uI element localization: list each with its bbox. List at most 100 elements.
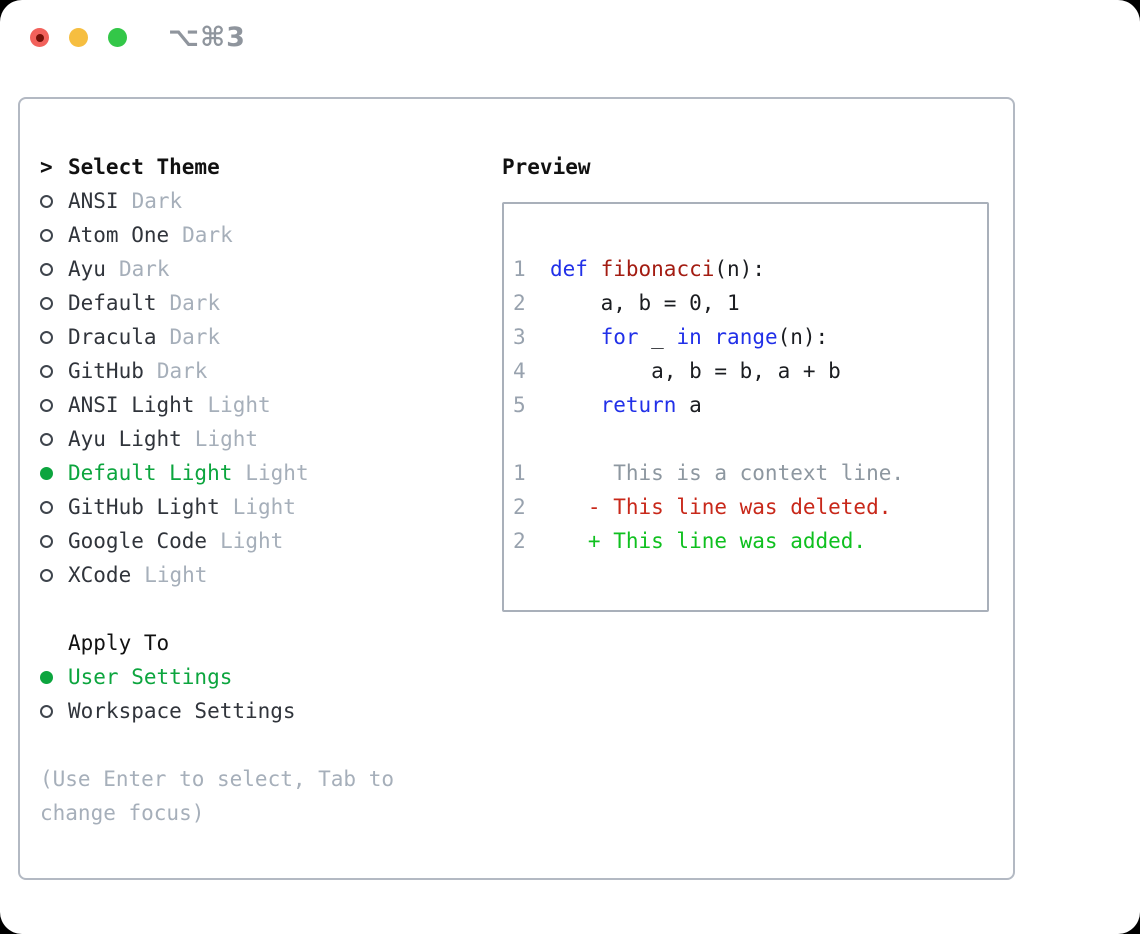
radio-icon xyxy=(40,500,53,514)
code-line: 5 return a xyxy=(513,388,987,422)
record-dot-icon xyxy=(35,33,44,42)
minimize-button[interactable] xyxy=(69,28,88,47)
theme-column: > Select Theme ANSI Dark Atom One Dark A… xyxy=(40,150,480,830)
theme-list-item[interactable]: GitHub Dark xyxy=(40,354,480,388)
code-text: a, b = 0, 1 xyxy=(550,291,740,315)
code-text: def fibonacci(n): xyxy=(550,257,765,281)
theme-list-item[interactable]: Default Light Light xyxy=(40,456,480,490)
apply-to-section: Apply To User Settings Workspace Setting… xyxy=(40,626,480,728)
theme-list-item[interactable]: Default Dark xyxy=(40,286,480,320)
theme-selector-panel: > Select Theme ANSI Dark Atom One Dark A… xyxy=(18,97,1015,880)
theme-name: GitHub xyxy=(68,359,144,383)
apply-to-option[interactable]: Workspace Settings xyxy=(40,694,480,728)
theme-list-item[interactable]: Ayu Dark xyxy=(40,252,480,286)
theme-name: Default Light xyxy=(68,461,233,485)
radio-marker xyxy=(40,704,68,718)
radio-icon xyxy=(40,704,53,718)
theme-variant-label: Light xyxy=(232,495,296,519)
apply-to-option-label: Workspace Settings xyxy=(68,699,296,723)
radio-icon xyxy=(40,568,53,582)
select-theme-title: Select Theme xyxy=(68,155,220,179)
code-sample: 1 def fibonacci(n): 2 a, b = 0, 1 3 for … xyxy=(513,252,987,422)
apply-to-header: Apply To xyxy=(40,626,480,660)
diff-line: 2 + This line was added. xyxy=(513,524,987,558)
radio-icon xyxy=(40,262,53,276)
blank-line xyxy=(513,422,987,456)
code-text: return a xyxy=(600,393,702,417)
radio-marker xyxy=(40,228,68,242)
diff-line: 2 - This line was deleted. xyxy=(513,490,987,524)
maximize-button[interactable] xyxy=(108,28,127,47)
line-number: 3 xyxy=(513,325,526,349)
line-number: 1 xyxy=(513,257,526,281)
theme-variant-label: Light xyxy=(144,563,208,587)
theme-name: Google Code xyxy=(68,529,208,553)
theme-list-item[interactable]: Atom One Dark xyxy=(40,218,480,252)
traffic-lights xyxy=(30,28,127,47)
radio-marker xyxy=(40,296,68,310)
preview-panel: Preview 1 def fibonacci(n): 2 a, b = 0, … xyxy=(502,150,989,612)
theme-name: ANSI Light xyxy=(68,393,195,417)
theme-list: ANSI Dark Atom One Dark Ayu Dark Default… xyxy=(40,184,480,592)
keyboard-shortcut-label: ⌥⌘3 xyxy=(168,22,246,53)
code-line: 2 a, b = 0, 1 xyxy=(513,286,987,320)
line-number: 5 xyxy=(513,393,526,417)
theme-variant-label: Dark xyxy=(169,325,221,349)
theme-variant-label: Light xyxy=(245,461,309,485)
diff-text: + This line was added. xyxy=(550,529,867,553)
apply-to-list: User Settings Workspace Settings xyxy=(40,660,480,728)
theme-list-item[interactable]: XCode Light xyxy=(40,558,480,592)
radio-icon xyxy=(40,432,53,446)
theme-variant-label: Light xyxy=(207,393,271,417)
code-text: a, b = b, a + b xyxy=(550,359,841,383)
radio-marker xyxy=(40,568,68,582)
code-line: 4 a, b = b, a + b xyxy=(513,354,987,388)
apply-to-title: Apply To xyxy=(68,631,170,655)
radio-marker xyxy=(40,432,68,446)
radio-icon xyxy=(40,466,53,480)
radio-icon xyxy=(40,670,53,684)
theme-name: GitHub Light xyxy=(68,495,220,519)
theme-list-item[interactable]: ANSI Dark xyxy=(40,184,480,218)
theme-name: ANSI xyxy=(68,189,119,213)
theme-variant-label: Light xyxy=(194,427,259,451)
theme-variant-label: Dark xyxy=(131,189,183,213)
apply-to-option[interactable]: User Settings xyxy=(40,660,480,694)
radio-marker xyxy=(40,398,68,412)
cursor-arrow: > xyxy=(40,155,53,179)
line-number: 1 xyxy=(513,461,526,485)
close-button[interactable] xyxy=(30,28,49,47)
theme-name: Default xyxy=(68,291,157,315)
theme-list-item[interactable]: Dracula Dark xyxy=(40,320,480,354)
line-number: 2 xyxy=(513,291,526,315)
diff-line: 1 This is a context line. xyxy=(513,456,987,490)
theme-name: Atom One xyxy=(68,223,170,247)
radio-icon xyxy=(40,194,53,208)
radio-icon xyxy=(40,364,53,378)
line-number: 2 xyxy=(513,529,526,553)
theme-variant-label: Dark xyxy=(118,257,170,281)
radio-marker xyxy=(40,262,68,276)
diff-text: - This line was deleted. xyxy=(550,495,892,519)
apply-to-option-label: User Settings xyxy=(68,665,233,689)
theme-list-item[interactable]: Google Code Light xyxy=(40,524,480,558)
theme-variant-label: Light xyxy=(220,529,284,553)
radio-marker xyxy=(40,500,68,514)
theme-list-item[interactable]: Ayu Light Light xyxy=(40,422,480,456)
code-preview-box: 1 def fibonacci(n): 2 a, b = 0, 1 3 for … xyxy=(502,202,989,612)
theme-variant-label: Dark xyxy=(182,223,233,247)
theme-variant-label: Dark xyxy=(156,359,208,383)
radio-marker xyxy=(40,670,68,684)
preview-title: Preview xyxy=(502,155,591,179)
theme-list-item[interactable]: GitHub Light Light xyxy=(40,490,480,524)
diff-sample: 1 This is a context line. 2 - This line … xyxy=(513,456,987,558)
radio-icon xyxy=(40,330,53,344)
radio-icon xyxy=(40,228,53,242)
radio-marker xyxy=(40,330,68,344)
radio-marker xyxy=(40,364,68,378)
radio-icon xyxy=(40,296,53,310)
theme-list-item[interactable]: ANSI Light Light xyxy=(40,388,480,422)
code-line: 1 def fibonacci(n): xyxy=(513,252,987,286)
theme-name: XCode xyxy=(68,563,132,587)
